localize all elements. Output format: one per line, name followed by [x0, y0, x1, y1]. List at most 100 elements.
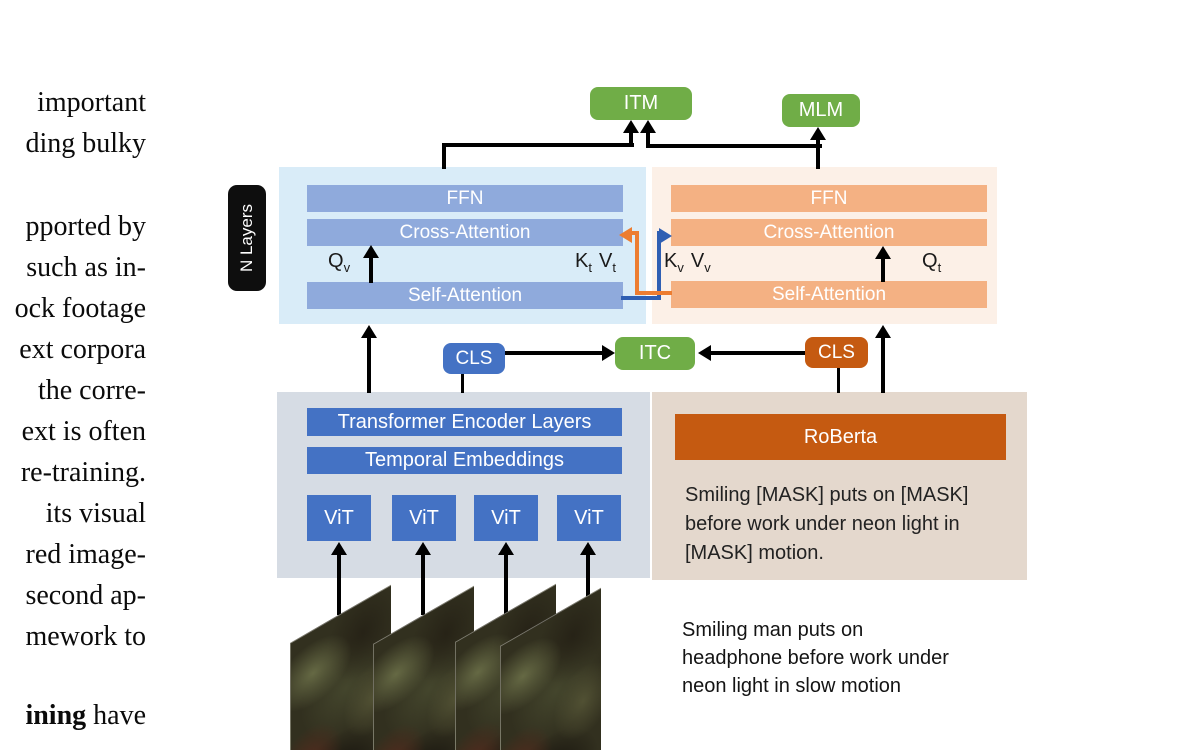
label-q-t: Qt — [922, 250, 941, 275]
label-sub: t — [937, 260, 942, 275]
n-layers-tag: N Layers — [228, 185, 266, 291]
label-text: K — [664, 250, 678, 272]
text-cross-attention-label: Cross-Attention — [763, 221, 895, 243]
arrowhead-video-cross-attention — [619, 227, 632, 243]
n-layers-label: N Layers — [237, 203, 256, 273]
itm-box: ITM — [590, 87, 692, 120]
video-encoder-block: Transformer Encoder Layers Temporal Embe… — [277, 392, 650, 578]
label-text: V — [690, 250, 705, 272]
paper-text-line: such as in- — [0, 247, 146, 288]
video-ffn-bar: FFN — [307, 185, 623, 212]
line-text: such as in- — [26, 252, 146, 283]
label-sub: t — [588, 260, 592, 275]
paper-text-line: re-training. — [0, 452, 146, 493]
arrow-cls-video-to-itc — [505, 351, 605, 355]
masked-sentence: Smiling [MASK] puts on [MASK] before wor… — [685, 481, 1015, 568]
arrowhead-vit — [580, 542, 596, 555]
label-text: Q — [328, 250, 344, 272]
text-ffn-bar: FFN — [671, 185, 987, 212]
arrow-frame-to-vit — [504, 553, 508, 615]
video-caption: Smiling man puts on headphone before wor… — [682, 616, 1012, 700]
temporal-embeddings-label: Temporal Embeddings — [365, 449, 564, 471]
arrow-frame-to-vit — [337, 553, 341, 615]
arrowhead-vit — [415, 542, 431, 555]
connector-text-to-itm — [646, 131, 650, 148]
mlm-label: MLM — [798, 99, 844, 121]
line-text: ext corpora — [19, 334, 146, 365]
arrowhead-text-fusion — [875, 325, 891, 338]
connector-cls-video — [461, 374, 464, 393]
q-arrow-video — [369, 256, 373, 283]
vit-label: ViT — [324, 506, 354, 529]
text-cross-attention-bar: Cross-Attention — [671, 219, 987, 246]
arrowhead-mlm — [810, 127, 826, 140]
q-arrow-text — [881, 257, 885, 282]
arrow-text-encoder-to-fusion — [881, 336, 885, 393]
line-text: red image- — [25, 539, 147, 570]
paper-text-line: second ap- — [0, 575, 146, 616]
line-text: second ap- — [25, 580, 146, 611]
label-sub: t — [612, 260, 616, 275]
connector-video-to-itm — [442, 143, 634, 147]
kv-wire-video-to-text — [657, 231, 661, 300]
cls-video-label: CLS — [455, 347, 493, 369]
arrow-frame-to-vit — [586, 553, 590, 615]
video-ffn-label: FFN — [446, 187, 484, 209]
vit-label: ViT — [409, 506, 439, 529]
line-text: ock footage — [14, 293, 146, 324]
arrowhead-video-fusion — [361, 325, 377, 338]
video-self-attention-bar: Self-Attention — [307, 282, 623, 309]
label-sub: v — [343, 260, 351, 275]
paper-text-line: its visual — [0, 493, 146, 534]
text-ffn-label: FFN — [810, 187, 848, 209]
mlm-box: MLM — [782, 94, 860, 127]
kv-wire-text-to-video — [635, 231, 639, 295]
connector-video-to-itm — [442, 143, 446, 169]
connector-video-to-itm — [629, 130, 633, 147]
paper-text-column: important ding bulky pported by such as … — [0, 82, 146, 736]
video-caption-line: Smiling man puts on — [682, 619, 864, 641]
vit-label: ViT — [574, 506, 604, 529]
vit-box: ViT — [557, 495, 621, 541]
connector-cls-text — [837, 368, 840, 393]
arrow-cls-text-to-itc — [709, 351, 805, 355]
label-sub: v — [677, 260, 684, 275]
paper-text-line: ext is often — [0, 411, 146, 452]
line-text: re-training. — [20, 457, 146, 488]
paper-text-line: ining have — [0, 695, 146, 736]
video-self-attention-label: Self-Attention — [407, 284, 523, 306]
line-text: mework to — [25, 621, 146, 652]
arrow-frame-to-vit — [421, 553, 425, 615]
line-text: ext is often — [21, 416, 146, 447]
vit-box: ViT — [307, 495, 371, 541]
text-fusion-block: FFN Cross-Attention Self-Attention — [652, 167, 997, 324]
cls-text-label: CLS — [818, 341, 855, 363]
line-text: the corre- — [37, 375, 146, 406]
paper-text-line: ding bulky — [0, 123, 146, 164]
paper-text-line: ock footage — [0, 288, 146, 329]
paper-text-line: the corre- — [0, 370, 146, 411]
text-self-attention-bar: Self-Attention — [671, 281, 987, 308]
line-text: its visual — [45, 498, 146, 529]
connector-text-to-mlm — [816, 138, 820, 169]
kv-wire-text-to-video — [630, 231, 639, 235]
video-fusion-block: FFN Cross-Attention Self-Attention — [279, 167, 646, 324]
roberta-label: RoBerta — [803, 425, 878, 448]
masked-sentence-line: before work under neon light in — [685, 513, 960, 535]
arrowhead-itc-right — [698, 345, 711, 361]
video-caption-line: headphone before work under — [682, 647, 949, 669]
line-text: pported by — [25, 211, 146, 242]
text-encoder-block: RoBerta — [652, 392, 1027, 580]
line-bold: ining — [25, 700, 87, 731]
arrowhead-vit — [331, 542, 347, 555]
itc-label: ITC — [638, 342, 672, 364]
line-text: important — [37, 87, 146, 118]
cls-video-box: CLS — [443, 343, 505, 374]
itc-box: ITC — [615, 337, 695, 370]
roberta-bar: RoBerta — [675, 414, 1006, 460]
label-text: Q — [922, 250, 938, 272]
paper-text-line: red image- — [0, 534, 147, 575]
